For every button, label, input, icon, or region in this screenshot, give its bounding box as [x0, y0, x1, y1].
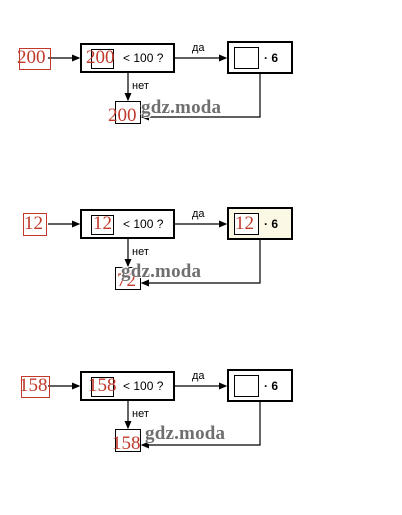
condition-value: 200 — [86, 47, 115, 68]
condition-text: < 100 ? — [123, 379, 164, 393]
watermark: gdz.moda — [145, 423, 226, 444]
condition-value: 158 — [88, 375, 117, 396]
multiply-text: · 6 — [264, 379, 279, 393]
condition-block: < 100 ? — [80, 43, 175, 73]
connector-lines — [48, 382, 261, 449]
yes-label: да — [192, 370, 205, 382]
multiply-block: · 6 — [227, 369, 293, 402]
input-value: 158 — [19, 375, 48, 396]
input-box — [23, 213, 47, 236]
multiply-input-slot — [234, 213, 259, 235]
condition-input-slot — [91, 215, 114, 235]
condition-block: < 100 ? — [80, 209, 175, 239]
input-value: 200 — [17, 47, 46, 68]
flow-diagram-1: 200 < 100 ? 200 да нет · 6 200 gdz.moda — [0, 0, 402, 126]
yes-label: да — [192, 42, 205, 54]
flow-diagram-2: 12 < 100 ? 12 да нет · 6 12 72 gdz.moda — [0, 166, 402, 291]
condition-text: < 100 ? — [123, 217, 164, 231]
condition-value: 12 — [93, 213, 112, 234]
multiply-text: · 6 — [264, 217, 279, 231]
multiply-input-slot — [234, 375, 259, 397]
connector-lines — [48, 220, 261, 287]
output-box — [115, 429, 141, 452]
yes-label: да — [192, 208, 205, 220]
connector-lines — [48, 54, 261, 121]
multiply-value: 12 — [235, 213, 254, 234]
condition-input-slot — [91, 49, 114, 69]
output-box — [115, 101, 141, 124]
multiply-input-slot — [234, 47, 259, 69]
condition-text: < 100 ? — [123, 51, 164, 65]
watermark: gdz.moda — [141, 97, 222, 118]
output-value: 158 — [112, 433, 141, 454]
input-box — [21, 376, 50, 398]
no-label: нет — [132, 80, 149, 92]
output-value: 200 — [108, 105, 137, 126]
no-label: нет — [132, 408, 149, 420]
condition-block: < 100 ? — [80, 371, 175, 401]
output-box — [115, 267, 141, 290]
no-label: нет — [132, 246, 149, 258]
multiply-text: · 6 — [264, 51, 279, 65]
input-value: 12 — [24, 213, 43, 234]
multiply-block: · 6 — [227, 41, 293, 74]
flow-diagram-3: 158 < 100 ? 158 да нет · 6 158 gdz.moda — [0, 328, 402, 454]
input-box — [19, 48, 51, 70]
condition-input-slot — [91, 377, 114, 397]
output-value: 72 — [117, 270, 136, 291]
multiply-block: · 6 — [227, 207, 293, 240]
watermark: gdz.moda — [121, 261, 202, 282]
